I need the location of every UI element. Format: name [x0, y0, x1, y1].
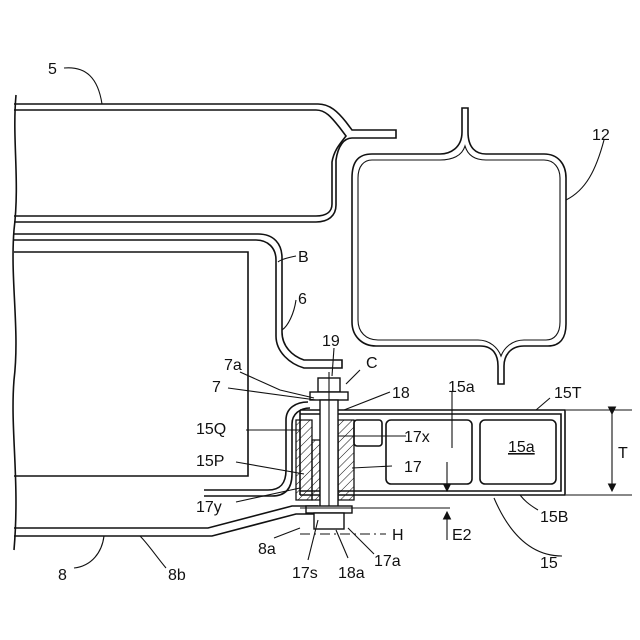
left-break-line — [13, 95, 16, 550]
label-18a: 18a — [338, 565, 365, 582]
label-15t: 15T — [554, 385, 582, 402]
label-8b: 8b — [168, 567, 186, 584]
floor-panel-8 — [14, 402, 318, 536]
label-7a: 7a — [224, 357, 242, 374]
label-12: 12 — [592, 127, 610, 144]
label-15a-box: 15a — [508, 439, 535, 456]
label-17s: 17s — [292, 565, 318, 582]
member-6 — [14, 234, 342, 368]
label-c: C — [366, 355, 378, 372]
label-17y: 17y — [196, 499, 222, 516]
label-15a-top: 15a — [448, 379, 475, 396]
label-t: T — [618, 445, 628, 462]
label-17a: 17a — [374, 553, 401, 570]
label-8: 8 — [58, 567, 67, 584]
label-19: 19 — [322, 333, 340, 350]
label-5: 5 — [48, 61, 57, 78]
label-15p: 15P — [196, 453, 224, 470]
label-7: 7 — [212, 379, 221, 396]
label-6: 6 — [298, 291, 307, 308]
label-17x: 17x — [404, 429, 430, 446]
label-17: 17 — [404, 459, 422, 476]
label-15q: 15Q — [196, 421, 226, 438]
label-b: B — [298, 249, 309, 266]
label-15b: 15B — [540, 509, 568, 526]
label-18: 18 — [392, 385, 410, 402]
label-h: H — [392, 527, 404, 544]
label-15: 15 — [540, 555, 558, 572]
inner-block — [14, 252, 248, 476]
member-5 — [14, 104, 396, 222]
member-12 — [352, 108, 566, 384]
label-e2: E2 — [452, 527, 472, 544]
label-8a: 8a — [258, 541, 276, 558]
